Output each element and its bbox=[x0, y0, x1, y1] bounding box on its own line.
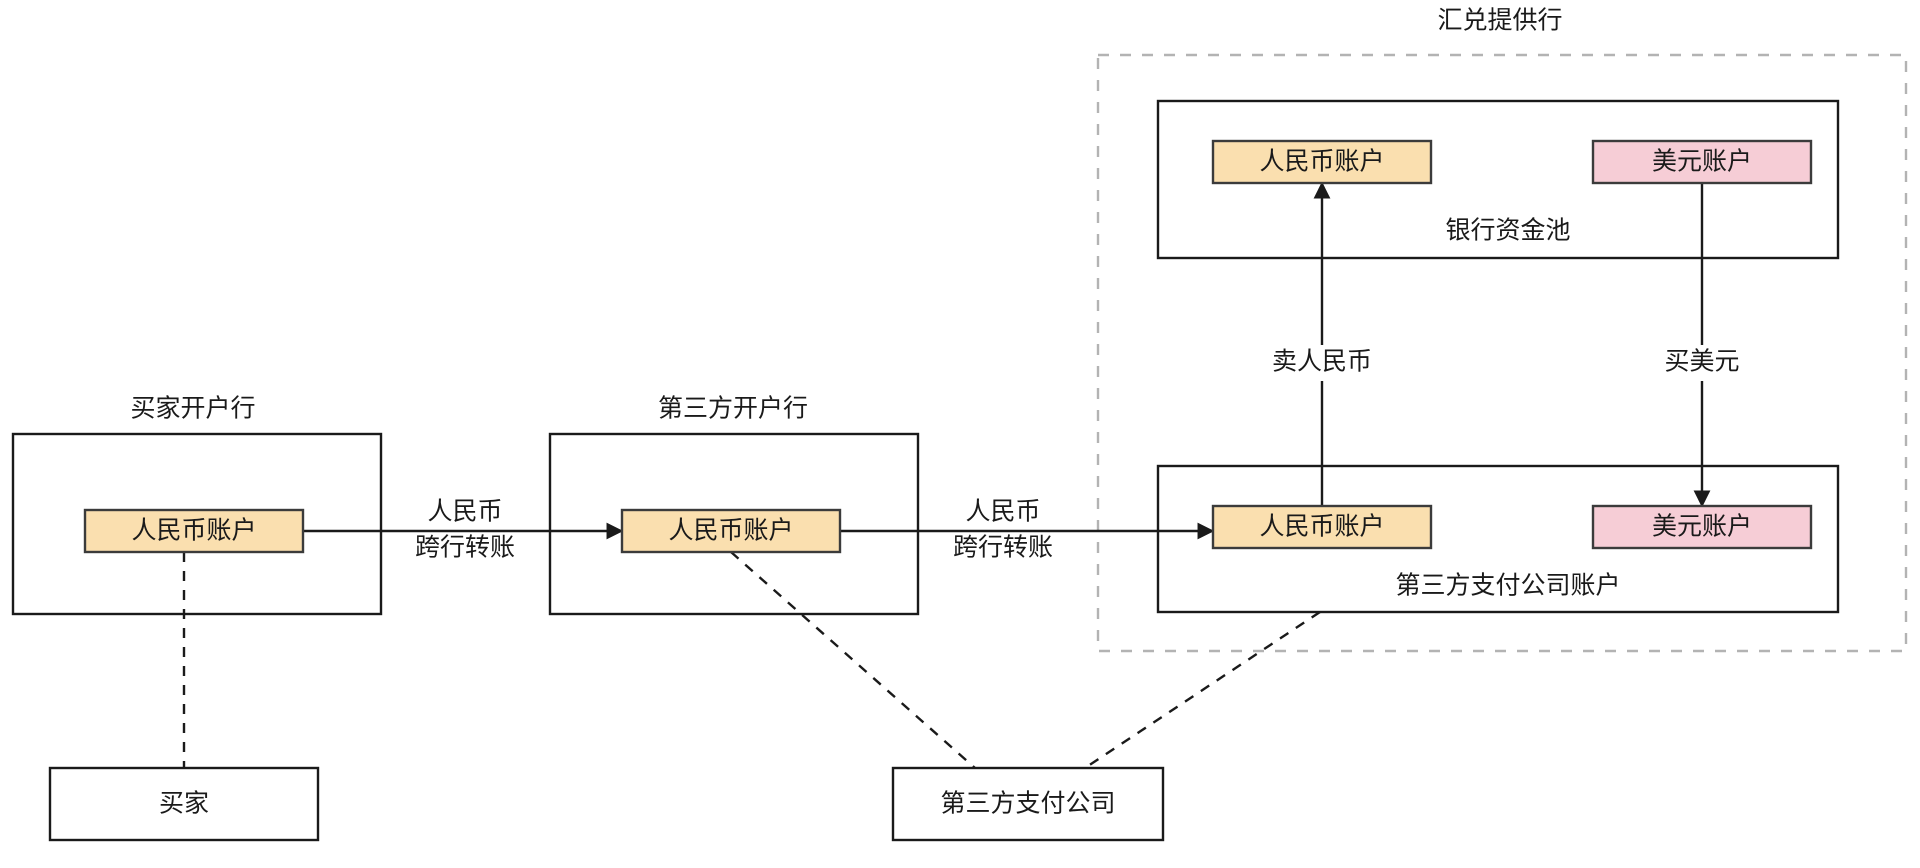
fx-provider-bank-title: 汇兑提供行 bbox=[1437, 7, 1562, 35]
buy-usd-label-backdrop bbox=[1645, 345, 1760, 381]
buyer-node-label: 买家 bbox=[159, 790, 209, 818]
account-fundpool-usd[interactable]: 美元账户 bbox=[1591, 139, 1813, 185]
fund-pool-usd-account-rect[interactable] bbox=[1591, 139, 1813, 185]
tpp-rmb-account-rect[interactable] bbox=[1211, 504, 1433, 550]
third-party-bank-rmb-account-label: 人民币账户 bbox=[668, 517, 793, 545]
bank-fund-pool-box-group: 银行资金池 bbox=[1156, 99, 1840, 260]
transfer-label-1-line1: 人民币 bbox=[427, 498, 502, 526]
tpp-account-box-group: 第三方支付公司账户 bbox=[1156, 464, 1840, 614]
tpp-account-box bbox=[1156, 464, 1840, 614]
group-buyer-bank-box bbox=[11, 432, 383, 616]
tpp-node-rect[interactable] bbox=[891, 766, 1165, 842]
tpp-node-label: 第三方支付公司 bbox=[940, 790, 1115, 818]
buyer-rmb-account-rect[interactable] bbox=[83, 508, 305, 554]
fund-pool-usd-account-label: 美元账户 bbox=[1652, 148, 1752, 176]
tpp-rmb-account-label: 人民币账户 bbox=[1259, 513, 1384, 541]
group-third-party-bank: 第三方开户行 bbox=[548, 395, 920, 616]
bank-fund-pool-label: 银行资金池 bbox=[1445, 217, 1570, 245]
group-buyer-bank-title: 买家开户行 bbox=[130, 395, 255, 423]
edge-label-transfer-2: 人民币 跨行转账 bbox=[953, 498, 1053, 562]
sell-rmb-label-backdrop bbox=[1252, 345, 1392, 381]
account-tpp-rmb[interactable]: 人民币账户 bbox=[1211, 504, 1433, 550]
group-buyer-bank: 买家开户行 bbox=[11, 395, 383, 616]
edge-label-transfer-1: 人民币 跨行转账 bbox=[415, 498, 515, 562]
transfer-label-1-line2: 跨行转账 bbox=[415, 534, 515, 562]
fund-pool-rmb-account-label: 人民币账户 bbox=[1259, 148, 1384, 176]
group-third-party-bank-title: 第三方开户行 bbox=[658, 395, 808, 423]
sell-rmb-label: 卖人民币 bbox=[1272, 348, 1372, 376]
tpp-usd-account-rect[interactable] bbox=[1591, 504, 1813, 550]
tpp-account-label: 第三方支付公司账户 bbox=[1395, 572, 1620, 600]
tpp-usd-account-label: 美元账户 bbox=[1652, 513, 1752, 541]
buyer-node-rect[interactable] bbox=[48, 766, 320, 842]
account-buyer-rmb[interactable]: 人民币账户 bbox=[83, 508, 305, 554]
fund-pool-rmb-account-rect[interactable] bbox=[1211, 139, 1433, 185]
transfer-label-2-line2: 跨行转账 bbox=[953, 534, 1053, 562]
bank-fund-pool-box bbox=[1156, 99, 1840, 260]
account-tpbank-rmb[interactable]: 人民币账户 bbox=[620, 508, 842, 554]
node-third-party-payment-company[interactable]: 第三方支付公司 bbox=[891, 766, 1165, 842]
buy-usd-label: 买美元 bbox=[1664, 348, 1739, 376]
node-buyer[interactable]: 买家 bbox=[48, 766, 320, 842]
account-tpp-usd[interactable]: 美元账户 bbox=[1591, 504, 1813, 550]
fx-provider-bank-dashed-border bbox=[1096, 53, 1908, 653]
transfer-label-2-line1: 人民币 bbox=[965, 498, 1040, 526]
group-third-party-bank-box bbox=[548, 432, 920, 616]
link-tpbank-account-to-tpp bbox=[730, 551, 976, 769]
third-party-bank-rmb-account-rect[interactable] bbox=[620, 508, 842, 554]
link-tpp-account-box-to-tpp bbox=[1084, 611, 1321, 769]
account-fundpool-rmb[interactable]: 人民币账户 bbox=[1211, 139, 1433, 185]
buyer-rmb-account-label: 人民币账户 bbox=[131, 517, 256, 545]
fx-provider-bank-region: 汇兑提供行 bbox=[1096, 7, 1908, 653]
